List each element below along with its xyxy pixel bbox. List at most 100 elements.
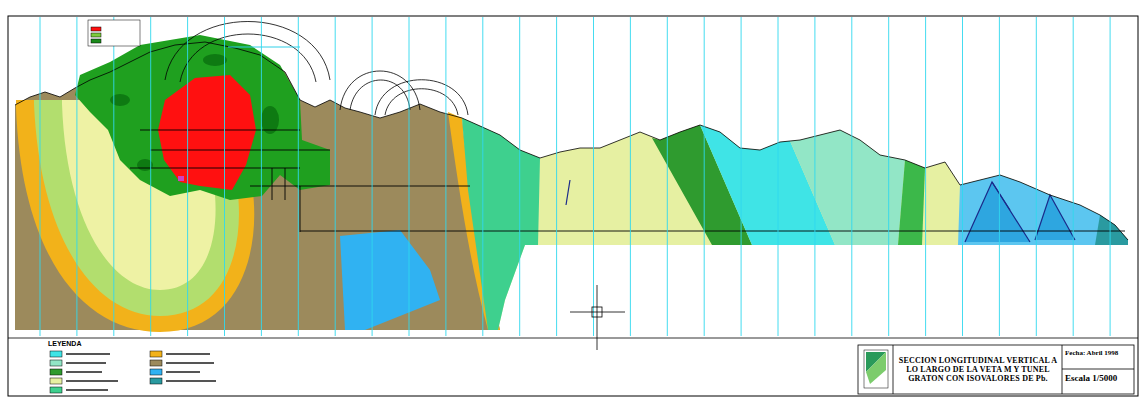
title-block [858,345,1134,394]
grid-line [1036,17,1037,336]
blue-unit [958,175,1128,245]
section-shape [50,351,62,357]
section-shape [91,27,101,31]
section-shape [150,378,162,384]
grid-line [150,17,151,336]
section-shape [858,345,1134,394]
grid-line [741,17,742,336]
section-shape [91,39,101,43]
section-shape [166,371,200,373]
grid-line [925,17,926,336]
aqua-unit [790,130,905,245]
grid-line [999,17,1000,336]
section-shape [166,353,210,355]
section-shape [180,34,316,82]
grid-line [335,17,336,336]
cursor-crosshair [570,285,625,350]
section-shape [66,389,108,391]
grid-line [76,17,77,336]
section-shape [250,186,300,187]
grid-line [851,17,852,336]
blue-wedge [965,182,1030,242]
section-shape [50,360,62,366]
grid-line [187,17,188,336]
reference-line [228,47,300,48]
section-shape [130,168,300,169]
section-shape [300,186,470,187]
section-shape [300,186,301,232]
frame [8,16,1138,396]
section-shape [140,130,300,131]
section-shape [66,362,106,364]
section-shape [866,352,886,384]
section-shape [272,168,273,200]
section-shape [66,380,118,382]
section-shape [597,285,598,350]
section-shape [570,312,625,313]
grid-line [667,17,668,336]
date-text: Fecha: Abril 1998 [1065,350,1118,358]
mine-workings [130,130,1125,232]
projection-arcs [165,22,468,116]
section-shape [385,89,458,115]
grid-line [888,17,889,336]
grid-line [593,17,594,336]
fault-lines [566,180,1075,242]
blue-body [340,230,440,330]
legend-text-lines [66,354,216,390]
turquoise-band [462,118,540,330]
section-shape [50,369,62,375]
pale-unit [462,118,1128,330]
section-shape [150,360,162,366]
section-shape [50,387,62,393]
grid-line [261,17,262,336]
grid-line [630,17,631,336]
logo [864,350,888,388]
ore-legend [88,20,140,46]
green-band [898,160,925,245]
grid-line [814,17,815,336]
ore-red [158,75,256,190]
section-shape [592,307,602,317]
grid-line [482,17,483,336]
section-shape [1062,369,1134,370]
section-shape [566,180,570,205]
section-shape [1062,345,1063,394]
section-shape [150,351,162,357]
topography [15,42,1128,240]
section-shape [66,371,102,373]
section-shape [864,350,888,388]
grid-line [962,17,963,336]
section-shape [166,380,216,382]
divider [8,338,1138,339]
section-shape [300,231,1125,232]
grid-line [224,17,225,336]
section-shape [285,168,286,200]
grid-line [445,17,446,336]
section-shape [91,33,101,37]
section-shape [203,54,227,66]
section-shape [965,182,1030,242]
grid-line [778,17,779,336]
section-shape [110,94,130,106]
section-shape [893,345,894,394]
grid-line [40,17,41,336]
section-shape [50,378,62,384]
grid-line [409,17,410,336]
grid-line [704,17,705,336]
grid-line [1110,17,1111,336]
section-shape [375,80,468,115]
section-shape [150,150,330,151]
section-shape [992,182,1010,210]
section-shape [350,80,410,110]
scale-text: Escala 1/5000 [1065,374,1117,384]
section-shape [165,22,330,81]
grid-lines [40,17,1110,336]
section-shape [166,362,214,364]
grid-line [556,17,557,336]
grid-line [372,17,373,336]
section-shape [150,369,162,375]
teal-end [1095,215,1128,245]
